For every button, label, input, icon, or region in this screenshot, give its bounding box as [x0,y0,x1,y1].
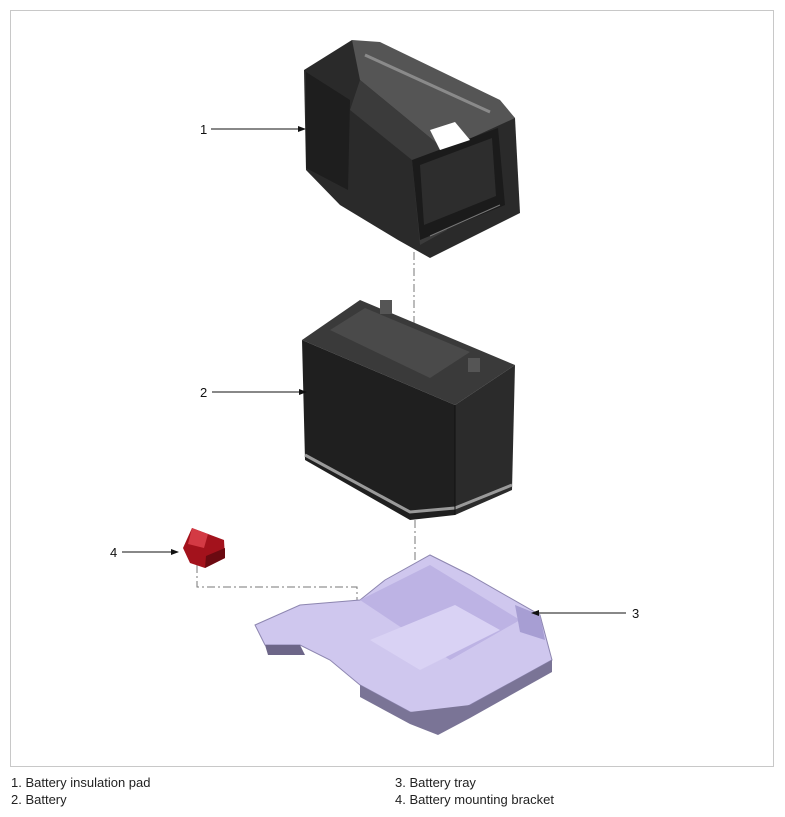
callout-3: 3 [531,606,639,621]
battery-mounting-bracket [183,528,225,568]
callout-4: 4 [110,545,179,560]
legend-item-battery: 2. Battery [11,792,67,807]
legend-item-battery-mounting-bracket: 4. Battery mounting bracket [395,792,554,807]
battery-insulation-pad [304,40,520,258]
legend-item-battery-tray: 3. Battery tray [395,775,476,790]
callout-1: 1 [200,122,306,137]
svg-text:2: 2 [200,385,207,400]
exploded-view-diagram: 1 2 3 4 [110,40,639,735]
battery-tray [254,554,553,735]
legend-left: 1. Battery insulation pad 2. Battery [11,774,150,808]
svg-text:1: 1 [200,122,207,137]
callout-2: 2 [200,385,307,400]
svg-text:4: 4 [110,545,117,560]
legend-right: 3. Battery tray 4. Battery mounting brac… [395,774,554,808]
battery [302,300,515,520]
legend-item-battery-insulation-pad: 1. Battery insulation pad [11,775,151,790]
svg-text:3: 3 [632,606,639,621]
